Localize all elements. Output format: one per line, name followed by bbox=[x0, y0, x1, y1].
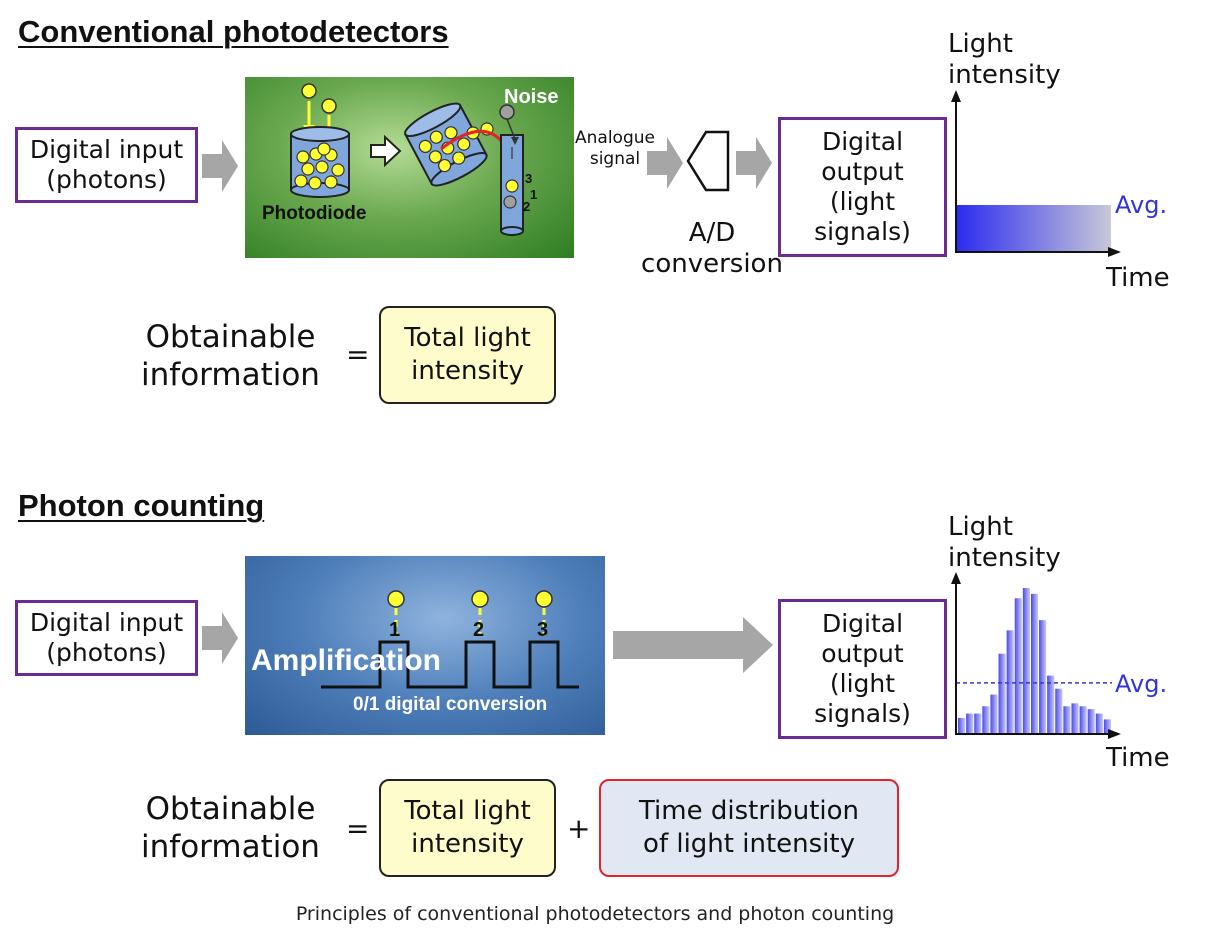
average-intensity-area bbox=[956, 205, 1111, 252]
histogram-bar bbox=[1039, 620, 1047, 734]
photon-counting-equals: = bbox=[346, 812, 370, 845]
conventional-intensity-chart bbox=[951, 90, 1121, 257]
analogue-signal-label: Analogue signal bbox=[575, 128, 655, 169]
histogram-bar bbox=[958, 717, 966, 734]
conventional-output-box: Digital output (light signals) bbox=[778, 117, 947, 257]
photon-counting-avg-label: Avg. bbox=[1115, 670, 1168, 698]
histogram-bar bbox=[1014, 598, 1022, 734]
photon-counting-input-box: Digital input (photons) bbox=[15, 600, 198, 676]
histogram-bar bbox=[1103, 719, 1111, 734]
photon-counting-info-label: Obtainable information bbox=[141, 791, 320, 865]
histogram-bar bbox=[1055, 688, 1063, 734]
histogram-bar bbox=[998, 653, 1006, 734]
histogram-bar bbox=[1095, 713, 1103, 734]
ad-conversion-label: A/D conversion bbox=[641, 218, 783, 279]
photodiode-illustration bbox=[290, 83, 524, 236]
conventional-y-axis-label: Light intensity bbox=[948, 29, 1061, 90]
conventional-info-label: Obtainable information bbox=[141, 319, 320, 393]
noise-label: Noise bbox=[504, 86, 559, 108]
x-axis-arrow-icon bbox=[1108, 729, 1121, 739]
photon-counting-histogram bbox=[951, 572, 1121, 739]
ad-converter-icon bbox=[686, 130, 730, 192]
pulse-number-1: 1 bbox=[389, 619, 401, 641]
histogram-bar bbox=[974, 713, 982, 734]
histogram-bar bbox=[1079, 706, 1087, 734]
histogram-bar bbox=[1006, 630, 1014, 734]
conventional-input-box: Digital input (photons) bbox=[15, 127, 198, 203]
amplification-label: Amplification bbox=[251, 644, 442, 677]
photon-counting-y-axis-label: Light intensity bbox=[948, 512, 1061, 573]
conventional-result-box: Total light intensity bbox=[379, 306, 556, 404]
conventional-equals: = bbox=[346, 338, 370, 371]
photon-counting-x-axis-label: Time bbox=[1106, 743, 1170, 773]
photon-counting-output-box: Digital output (light signals) bbox=[778, 599, 947, 739]
histogram-bar bbox=[966, 713, 974, 734]
histogram-bar bbox=[1071, 703, 1079, 734]
histogram-bar bbox=[1087, 709, 1095, 734]
amplification-panel: 1 2 3 Amplification 0/1 digital conversi… bbox=[245, 556, 605, 735]
conventional-x-axis-label: Time bbox=[1106, 263, 1170, 293]
pulse-number-3: 3 bbox=[537, 619, 549, 641]
conversion-label: 0/1 digital conversion bbox=[353, 694, 548, 715]
photon-counting-plus: + bbox=[567, 812, 591, 845]
figure-caption: Principles of conventional photodetector… bbox=[295, 903, 895, 925]
histogram-bar bbox=[1047, 675, 1055, 734]
tube-number-3: 3 bbox=[525, 171, 533, 186]
photon-counting-title: Photon counting bbox=[18, 488, 265, 523]
histogram-bar bbox=[982, 706, 990, 734]
flow-arrow-icon bbox=[736, 137, 772, 189]
tube-number-2: 2 bbox=[523, 199, 531, 214]
flow-arrow-icon bbox=[613, 617, 773, 673]
conventional-title: Conventional photodetectors bbox=[18, 14, 449, 49]
flow-arrow-icon bbox=[647, 137, 683, 189]
flow-arrow-icon bbox=[202, 140, 238, 192]
pulse-number-2: 2 bbox=[473, 619, 485, 641]
photodiode-label: Photodiode bbox=[262, 203, 367, 224]
histogram-bar bbox=[990, 694, 998, 734]
y-axis-arrow-icon bbox=[951, 572, 961, 584]
histogram-bar bbox=[1030, 593, 1039, 734]
x-axis-arrow-icon bbox=[1108, 247, 1121, 257]
flow-arrow-icon bbox=[202, 612, 238, 664]
y-axis-arrow-icon bbox=[951, 90, 961, 102]
pulse-illustration bbox=[321, 590, 579, 689]
histogram-bar bbox=[1063, 706, 1071, 734]
photodiode-panel: Noise Photodiode 3 1 2 bbox=[245, 77, 574, 258]
histogram-bar bbox=[1022, 588, 1030, 734]
conventional-avg-label: Avg. bbox=[1115, 191, 1168, 219]
photon-counting-result-distribution-box: Time distribution of light intensity bbox=[599, 779, 899, 877]
photon-counting-result-total-box: Total light intensity bbox=[379, 779, 556, 877]
tube-number-1: 1 bbox=[530, 187, 538, 202]
